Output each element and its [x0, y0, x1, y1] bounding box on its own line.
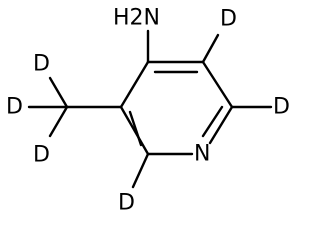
- bond-methyl-deuterium-top: [48, 76, 69, 109]
- deuterium-c3-label: D: [220, 7, 237, 32]
- bond-c6-c5: [119, 105, 150, 156]
- bond-c6-deuterium: [131, 152, 150, 189]
- bond-c3-deuterium: [201, 33, 220, 64]
- bond-c6-c5-double: [128, 110, 143, 147]
- chemical-structure: H2N N D D D D D D: [6, 6, 290, 216]
- deuterium-c6-label: D: [118, 191, 135, 216]
- bond-methyl-deuterium-bottom: [48, 105, 69, 138]
- deuterium-methyl-top-label: D: [33, 52, 50, 77]
- deuterium-c2-label: D: [273, 95, 290, 120]
- bond-c5-c4: [119, 60, 150, 109]
- deuterium-methyl-left-label: D: [6, 95, 23, 120]
- amine-label: H2N: [113, 6, 160, 31]
- bond-c2-n1-double: [201, 105, 224, 138]
- deuterium-methyl-bottom-label: D: [33, 143, 50, 168]
- bond-c2-n1: [208, 105, 234, 145]
- ring-nitrogen-label: N: [194, 142, 210, 167]
- bond-c3-c2: [201, 60, 234, 109]
